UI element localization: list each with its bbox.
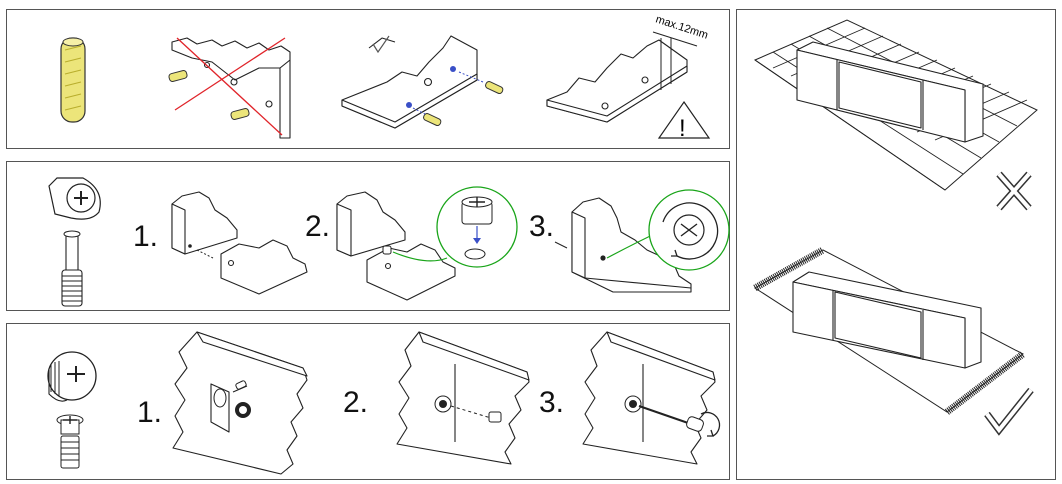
max-depth-label: max.12mm	[654, 13, 709, 41]
cam-connector-illustrations	[47, 331, 721, 475]
cam-connector-icon	[47, 351, 97, 402]
cam-step-3-illustration	[554, 189, 730, 293]
dowel-panel: max.12mm !	[6, 9, 730, 149]
cam-lock-panel: 1. 2. 3.	[6, 161, 730, 311]
floor-illustrations: X ✓	[737, 9, 1038, 436]
connector-step-3-label: 3.	[539, 386, 565, 419]
cam-step-1-illustration	[171, 191, 308, 295]
dowel-wrong-illustration	[168, 37, 291, 139]
cam-connector-panel: 1. 2. 3.	[6, 323, 730, 480]
cam-step-3-label: 3.	[529, 210, 555, 243]
connector-step-3-illustration	[582, 331, 721, 465]
cam-lock-icon	[48, 177, 101, 220]
cam-connector-bolt-icon	[56, 414, 84, 469]
cam-step-1-label: 1.	[133, 220, 159, 253]
wrong-mark: X	[737, 9, 738, 11]
dowel-right-illustration	[341, 35, 504, 129]
rug-floor-illustration	[753, 246, 1026, 415]
dowel-illustrations: max.12mm !	[60, 13, 711, 142]
connector-step-2-label: 2.	[343, 386, 369, 419]
cam-step-2-illustration	[336, 186, 518, 301]
cam-bolt-icon	[61, 230, 83, 307]
warning-mark: !	[679, 115, 686, 142]
connector-step-1-label: 1.	[137, 396, 163, 429]
connector-step-1-illustration	[172, 331, 308, 475]
connector-step-2-illustration	[396, 331, 530, 465]
cam-step-2-label: 2.	[305, 210, 331, 243]
cam-lock-illustrations	[48, 177, 730, 307]
floor-placement-panel: X ✓	[736, 9, 1056, 480]
dowel-icon	[60, 37, 86, 123]
check-mark-icon: ✓	[737, 9, 1034, 436]
warning-icon: !	[657, 100, 711, 142]
tile-floor-illustration	[753, 19, 1038, 191]
right-mark: ✓	[737, 9, 738, 11]
wrong-mark-icon: X	[737, 9, 1032, 211]
